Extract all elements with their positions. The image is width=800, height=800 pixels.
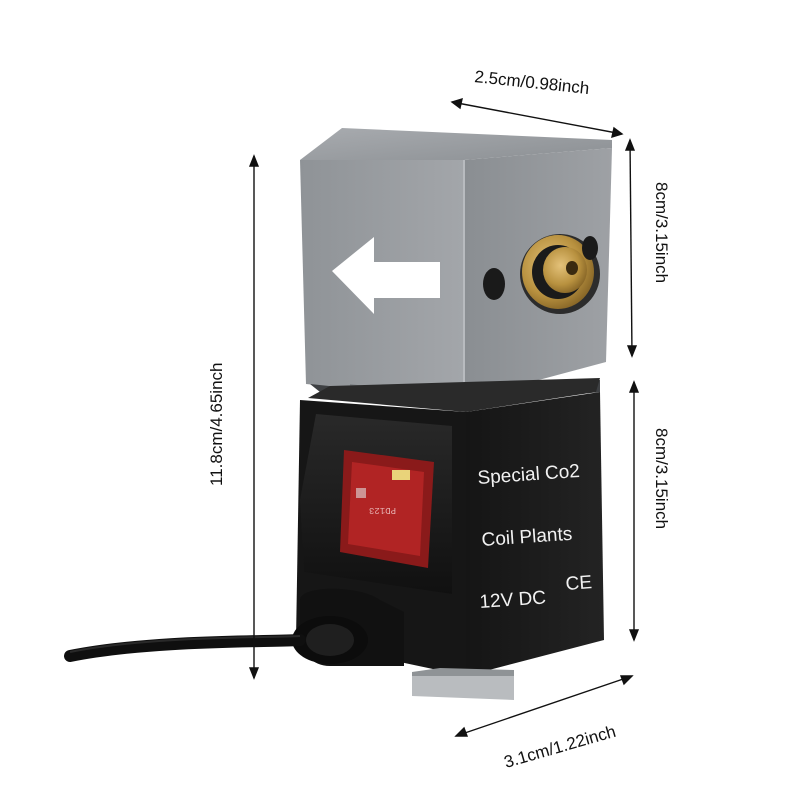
dim-line-bottom (455, 675, 633, 737)
coil-right-face (466, 392, 604, 676)
port-hole (483, 268, 505, 300)
dim-line-right-upper (629, 139, 633, 357)
valve-top-face (300, 128, 612, 160)
dim-label-bottom: 3.1cm/1.22inch (502, 722, 618, 772)
bottom-nut (412, 672, 514, 700)
dim-label-left: 11.8cm/4.65inch (207, 363, 226, 486)
dim-label-right-upper: 8cm/3.15inch (652, 182, 671, 283)
dimension-annotations (248, 97, 640, 737)
dim-label-top: 2.5cm/0.98inch (474, 67, 591, 98)
ce-mark: CE (565, 572, 593, 595)
arrow-left-icon (332, 237, 440, 314)
dim-label-right-lower: 8cm/3.15inch (652, 428, 671, 529)
brass-fitting (520, 234, 600, 314)
valve-block (300, 128, 612, 400)
solenoid-coil: PD123 Special Co2 Coil Plants 12V DC CE (292, 378, 604, 700)
coil-top-face (308, 378, 600, 412)
pcb-text: PD123 (369, 505, 396, 515)
dim-line-top (451, 101, 623, 135)
power-cable (64, 634, 306, 662)
coil-label-voltage: 12V DC (479, 587, 547, 613)
